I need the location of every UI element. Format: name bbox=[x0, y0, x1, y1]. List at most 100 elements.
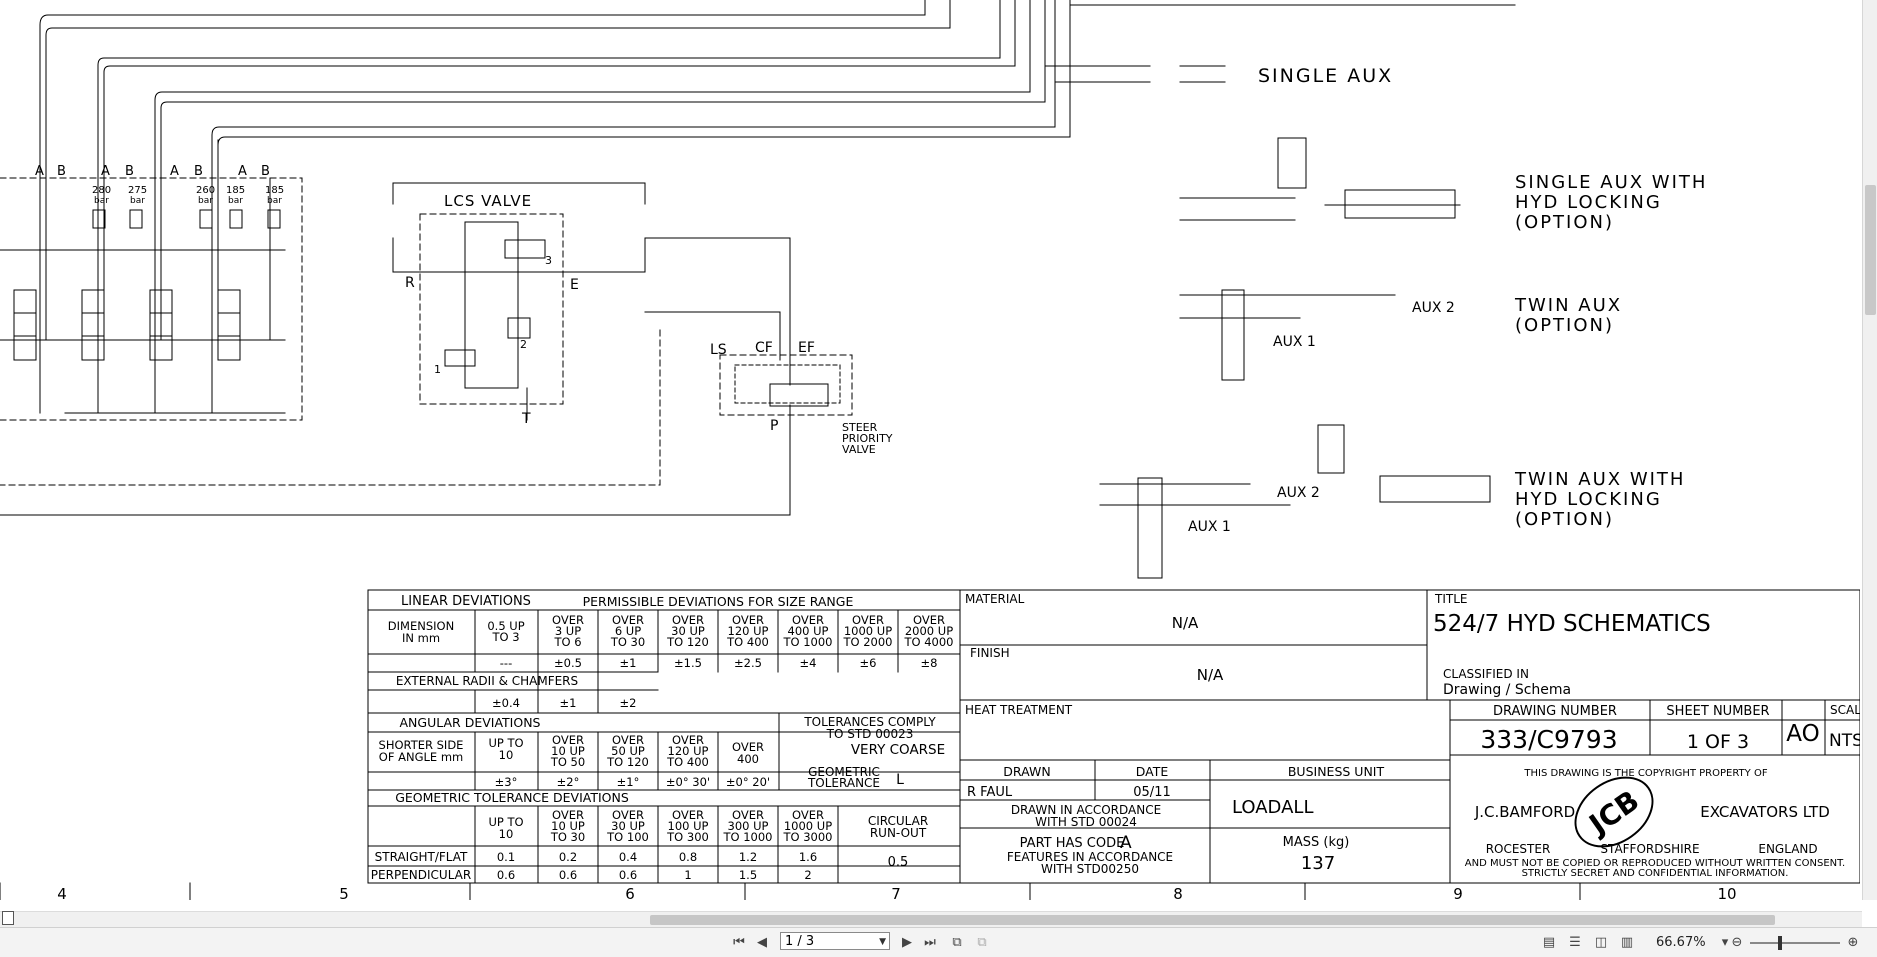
next-page-icon[interactable]: ▶ bbox=[902, 935, 912, 950]
port-a-4: A bbox=[238, 164, 247, 179]
viewer-status-bar: ⏮ ◀ 1 / 3 ▼ ▶ ⏭ ⧉ ⧉ ▤ ☰ ◫ ▥ 66.67% ▾ ⊖ ⊕ bbox=[0, 927, 1877, 957]
linear-range-6a: OVER bbox=[792, 613, 824, 627]
page-forward-icon[interactable]: ⧉ bbox=[952, 935, 962, 950]
zoom-slider[interactable] bbox=[1750, 942, 1840, 944]
perp-value-3: 0.6 bbox=[619, 868, 637, 882]
geometric-tolerance-2: TOLERANCE bbox=[807, 776, 880, 790]
book-view-icon[interactable]: ▥ bbox=[1620, 935, 1634, 950]
zone-6: 6 bbox=[625, 885, 635, 900]
angular-range-3a: OVER bbox=[612, 733, 644, 747]
vertical-scrollbar[interactable] bbox=[1862, 0, 1877, 900]
linear-range-1b: TO 3 bbox=[491, 630, 519, 644]
single-aux-label: SINGLE AUX bbox=[1258, 65, 1393, 87]
linear-range-8c: TO 4000 bbox=[904, 635, 954, 649]
linear-range-1a: 0.5 UP bbox=[487, 619, 524, 633]
zoom-slider-handle[interactable] bbox=[1778, 936, 1782, 950]
aux-circuits bbox=[1099, 65, 1491, 579]
straight-value-5: 1.2 bbox=[739, 850, 757, 864]
tolerances-comply-1: TOLERANCES COMPLY bbox=[803, 715, 936, 729]
mass-label: MASS (kg) bbox=[1283, 835, 1350, 850]
linear-value-5: ±2.5 bbox=[734, 656, 762, 670]
geo-range-1b: 10 bbox=[499, 827, 514, 841]
external-radii-label: EXTERNAL RADII & CHAMFERS bbox=[396, 674, 578, 688]
angular-value-1: ±3° bbox=[495, 775, 518, 789]
port-cf: CF bbox=[755, 340, 773, 356]
port-b-1: B bbox=[57, 164, 66, 179]
features-accordance-1: FEATURES IN ACCORDANCE bbox=[1007, 850, 1173, 864]
port-b-3: B bbox=[194, 164, 203, 179]
twin-aux-line2: (OPTION) bbox=[1515, 315, 1614, 336]
geo-range-5b: 300 UP bbox=[728, 819, 769, 833]
linear-value-3: ±1 bbox=[620, 656, 637, 670]
drawn-accordance-2: WITH STD 00024 bbox=[1035, 815, 1137, 829]
linear-range-6b: 400 UP bbox=[788, 624, 829, 638]
zoom-dropdown-icon[interactable]: ▾ bbox=[1721, 935, 1729, 950]
geo-range-2c: TO 30 bbox=[550, 830, 585, 844]
angular-value-3: ±1° bbox=[617, 775, 640, 789]
geo-range-6b: 1000 UP bbox=[784, 819, 832, 833]
port-a-1: A bbox=[35, 164, 44, 179]
last-page-icon[interactable]: ⏭ bbox=[924, 935, 936, 950]
single-page-view-icon[interactable]: ▤ bbox=[1542, 935, 1556, 950]
port-p: P bbox=[770, 418, 778, 434]
geo-range-4b: 100 UP bbox=[668, 819, 709, 833]
zone-5: 5 bbox=[339, 885, 349, 900]
panel-toggle-icon[interactable] bbox=[2, 911, 14, 925]
facing-view-icon[interactable]: ◫ bbox=[1594, 935, 1608, 950]
aux2-label-lower: AUX 2 bbox=[1277, 485, 1320, 501]
port-t: T bbox=[521, 411, 531, 427]
angular-range-3c: TO 120 bbox=[606, 755, 649, 769]
geo-range-5c: TO 1000 bbox=[723, 830, 773, 844]
linear-range-3a: OVER bbox=[612, 613, 644, 627]
address-county: STAFFORDSHIRE bbox=[1600, 842, 1699, 856]
horizontal-scroll-thumb[interactable] bbox=[650, 915, 1775, 925]
vertical-scroll-thumb[interactable] bbox=[1865, 185, 1876, 315]
angular-range-2a: OVER bbox=[552, 733, 584, 747]
continuous-view-icon[interactable]: ☰ bbox=[1569, 935, 1581, 950]
sheet-number-value: 1 OF 3 bbox=[1687, 731, 1749, 753]
steer-priority-line1: STEER bbox=[842, 421, 878, 434]
linear-range-8a: OVER bbox=[913, 613, 945, 627]
previous-page-icon[interactable]: ◀ bbox=[757, 935, 767, 950]
angular-value-4: ±0° 30' bbox=[666, 775, 710, 789]
angular-range-4a: OVER bbox=[672, 733, 704, 747]
geo-range-6a: OVER bbox=[792, 808, 824, 822]
zoom-in-icon[interactable]: ⊕ bbox=[1847, 935, 1859, 950]
page-number-select[interactable]: 1 / 3 ▼ bbox=[780, 932, 890, 950]
linear-range-2a: OVER bbox=[552, 613, 584, 627]
linear-range-4a: OVER bbox=[672, 613, 704, 627]
linear-value-7: ±6 bbox=[860, 656, 877, 670]
straight-value-3: 0.4 bbox=[619, 850, 637, 864]
linear-range-3b: 6 UP bbox=[615, 624, 641, 638]
single-aux-lock-line2: HYD LOCKING bbox=[1515, 192, 1662, 213]
title-label: TITLE bbox=[1434, 592, 1467, 606]
linear-range-5a: OVER bbox=[732, 613, 764, 627]
linear-value-1: --- bbox=[500, 656, 512, 670]
horizontal-scrollbar[interactable]: < bbox=[0, 911, 1862, 928]
drawn-by-value: R FAUL bbox=[967, 785, 1013, 800]
twin-aux-line1: TWIN AUX bbox=[1514, 295, 1622, 316]
address-country: ENGLAND bbox=[1758, 842, 1817, 856]
single-aux-lock-line3: (OPTION) bbox=[1515, 212, 1614, 233]
material-value: N/A bbox=[1172, 614, 1199, 632]
angular-range-3b: 50 UP bbox=[611, 744, 645, 758]
finish-label: FINISH bbox=[970, 646, 1010, 660]
chevron-down-icon: ▼ bbox=[879, 937, 886, 947]
classified-in-label: CLASSIFIED IN bbox=[1443, 667, 1529, 681]
zone-4: 4 bbox=[57, 885, 67, 900]
page-back-icon[interactable]: ⧉ bbox=[977, 935, 987, 950]
zoom-level[interactable]: 66.67% bbox=[1656, 935, 1706, 950]
geo-range-6c: TO 3000 bbox=[783, 830, 833, 844]
solenoid-2: 2 bbox=[520, 338, 527, 351]
drawn-accordance-1: DRAWN IN ACCORDANCE bbox=[1011, 803, 1161, 817]
business-unit-value: LOADALL bbox=[1232, 797, 1313, 818]
circular-runout-2: RUN-OUT bbox=[870, 826, 927, 840]
angular-range-4b: 120 UP bbox=[668, 744, 709, 758]
tolerances-comply-2: TO STD 00023 bbox=[826, 727, 914, 741]
relief-value-5: 185 bbox=[265, 185, 284, 196]
perp-value-4: 1 bbox=[684, 868, 691, 882]
drawing-number-value: 333/C9793 bbox=[1480, 725, 1617, 754]
zoom-out-icon[interactable]: ⊖ bbox=[1731, 935, 1743, 950]
geo-range-5a: OVER bbox=[732, 808, 764, 822]
first-page-icon[interactable]: ⏮ bbox=[733, 935, 745, 950]
